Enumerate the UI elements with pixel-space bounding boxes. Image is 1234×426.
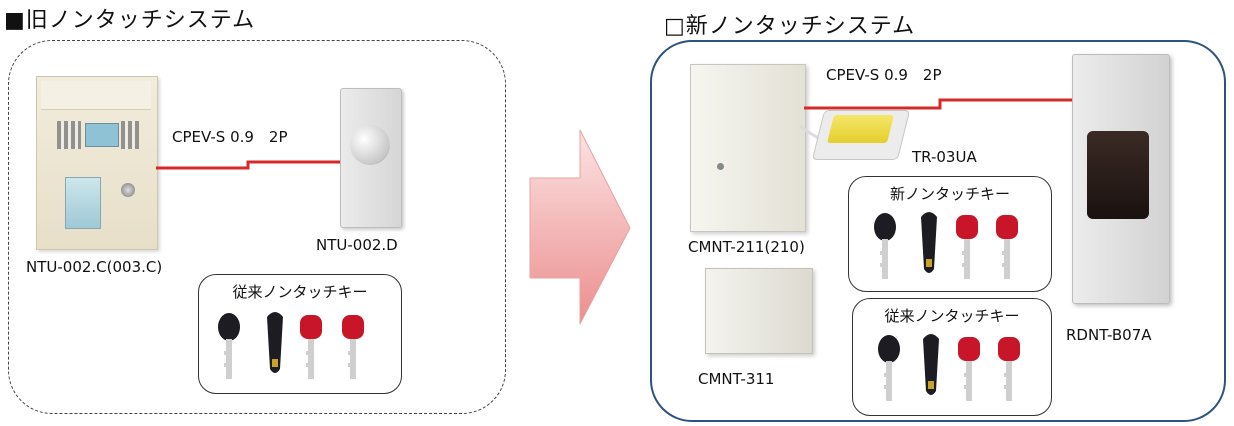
controller-image	[690, 64, 806, 232]
old-cable-line	[156, 160, 344, 170]
black-key-icon	[218, 313, 240, 379]
fob-key-icon	[923, 334, 939, 395]
old-cable-label: CPEV-S 0.9 2P	[172, 128, 288, 146]
controller2-image	[705, 268, 813, 354]
new-reader-image	[1072, 54, 1170, 304]
old-system-frame	[8, 40, 506, 414]
new-system-frame	[650, 40, 1226, 422]
red-key-icon	[958, 337, 980, 401]
old-reader-label: NTU-002.D	[316, 236, 398, 254]
black-key-icon	[874, 213, 896, 279]
old-key-box-title: 従来ノンタッチキー	[232, 283, 368, 301]
new-reader-label: RDNT-B07A	[1066, 326, 1152, 344]
new-cable-label: CPEV-S 0.9 2P	[826, 66, 942, 84]
red-key-icon	[996, 215, 1018, 279]
legacy-keys-icon	[878, 334, 1020, 401]
new-key-box-title: 新ノンタッチキー	[889, 185, 1010, 203]
legacy-key-box: 従来ノンタッチキー	[852, 298, 1052, 416]
controller2-label: CMNT-311	[698, 370, 775, 388]
control-panel-label: NTU-002.C(003.C)	[26, 258, 163, 276]
black-key-icon	[878, 335, 900, 401]
red-key-icon	[300, 315, 322, 379]
legacy-key-box-title: 従来ノンタッチキー	[884, 307, 1020, 325]
controller-label: CMNT-211(210)	[688, 238, 805, 256]
adapter-label: TR-03UA	[912, 148, 977, 166]
old-keys-icon	[218, 312, 364, 379]
new-key-box: 新ノンタッチキー	[848, 176, 1052, 292]
old-key-box: 従来ノンタッチキー	[198, 274, 402, 394]
fob-key-icon	[921, 212, 937, 273]
adapter-image	[811, 110, 911, 160]
red-key-icon	[998, 337, 1020, 401]
new-cable-line	[804, 98, 1076, 110]
fob-key-icon	[267, 312, 283, 373]
right-arrow-icon	[529, 129, 631, 325]
red-key-icon	[956, 215, 978, 279]
new-keys-icon	[874, 212, 1018, 279]
old-system-title: ■旧ノンタッチシステム	[4, 8, 256, 33]
red-key-icon	[342, 315, 364, 379]
old-reader-image	[340, 88, 402, 228]
new-system-title: □新ノンタッチシステム	[664, 14, 916, 39]
control-panel-image	[36, 76, 158, 250]
